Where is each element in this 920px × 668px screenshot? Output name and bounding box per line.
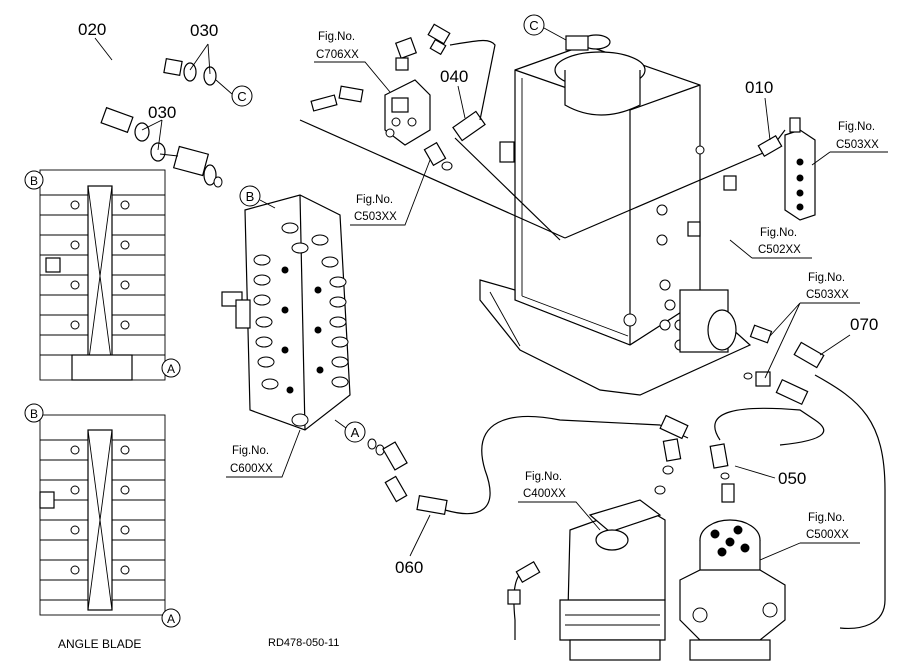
part-number-030-top: 030 [190,21,218,40]
svg-text:Fig.No.: Fig.No. [318,31,355,43]
marker-b-valve: B [239,185,276,209]
svg-text:C706XX: C706XX [316,49,359,61]
distributor-block-010 [757,117,816,221]
pump-hose [654,414,689,495]
marker-b-schematic-bottom: B [24,403,44,423]
pilot-hose-040 [449,39,561,241]
svg-text:C500XX: C500XX [806,529,849,541]
angle-blade-caption: ANGLE BLADE [58,637,141,651]
control-valve-c600 [221,194,351,431]
suction-pipe-fitting [159,145,223,188]
svg-text:B: B [30,174,38,188]
hose-clamp-030 [134,43,217,162]
part-number-030-lower: 030 [148,103,176,122]
fig-ref-c706: Fig.No. C706XX [314,31,391,93]
valve-sections [253,222,349,427]
marker-b-schematic-top: B [24,170,44,190]
fig-ref-c503-lower: Fig.No. C503XX [764,272,860,379]
hose-070 [743,324,886,629]
svg-text:C503XX: C503XX [806,289,849,301]
svg-text:Fig.No.: Fig.No. [838,121,875,133]
part-number-060: 060 [395,558,423,577]
svg-text:A: A [351,425,360,440]
drawing-number: RD478-050-11 [268,637,339,649]
svg-text:C502XX: C502XX [758,244,801,256]
svg-text:A: A [167,362,175,376]
svg-text:B: B [30,407,38,421]
svg-text:A: A [167,612,175,626]
swivel-motor-c500 [679,519,786,661]
svg-text:B: B [246,189,255,204]
part-number-040: 040 [440,67,468,86]
svg-text:Fig.No.: Fig.No. [232,445,269,457]
fig-ref-c503-mid: Fig.No. C503XX [350,159,431,226]
fig-ref-c503-right: Fig.No. C503XX [811,121,888,166]
hose-060 [444,415,661,515]
schematic-standard [39,169,166,381]
svg-text:C400XX: C400XX [523,488,566,500]
svg-text:C503XX: C503XX [354,211,397,223]
fig-ref-c400: Fig.No. C400XX [518,471,601,531]
marker-a-schematic-top: A [161,358,181,378]
svg-text:C600XX: C600XX [230,463,273,475]
marker-a-schematic-bottom: A [161,608,181,628]
schematic-angle-blade [39,414,166,616]
pilot-valve-c706 [310,23,453,171]
svg-text:C: C [237,89,246,104]
fitting-assembly-060 [367,438,448,516]
suction-hose-020 [77,51,183,134]
svg-text:Fig.No.: Fig.No. [760,227,797,239]
marker-c-top: C [523,14,567,41]
svg-text:C503XX: C503XX [836,139,879,151]
part-number-050: 050 [778,469,806,488]
svg-text:Fig.No.: Fig.No. [356,194,393,206]
fig-ref-c600: Fig.No. C600XX [226,429,301,478]
hydraulic-tank [479,34,752,396]
pump-c400 [507,499,666,661]
svg-text:C: C [529,18,538,33]
marker-a-valve: A [334,419,366,443]
svg-text:Fig.No.: Fig.No. [525,471,562,483]
marker-c-hose: C [215,79,253,107]
part-number-020: 020 [78,20,106,39]
part-number-070: 070 [850,315,878,334]
part-number-010: 010 [745,78,773,97]
hose-050 [709,407,825,503]
fig-ref-c500: Fig.No. C500XX [759,512,860,561]
fig-ref-c502: Fig.No. C502XX [729,227,812,259]
svg-text:Fig.No.: Fig.No. [808,272,845,284]
svg-text:Fig.No.: Fig.No. [808,512,845,524]
